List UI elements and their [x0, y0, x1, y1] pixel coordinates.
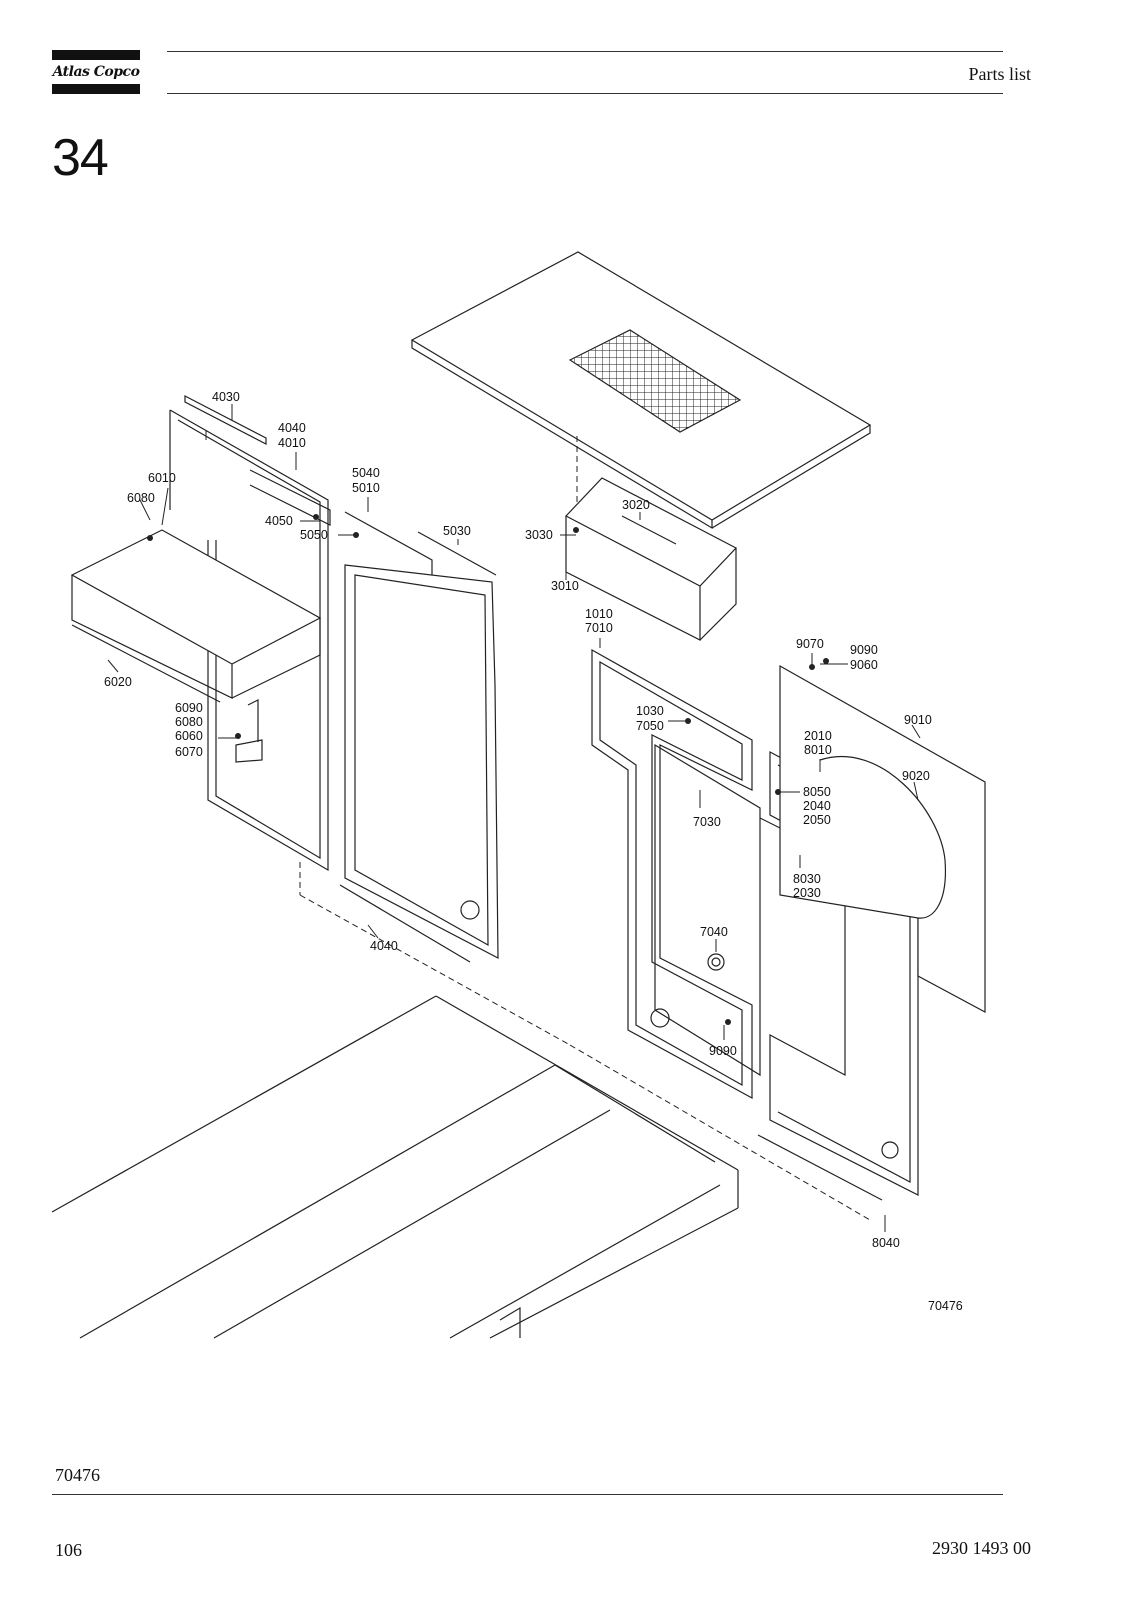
callout-5050: 5050 [300, 528, 328, 542]
callout-5030: 5030 [443, 524, 471, 538]
callout-8040: 8040 [872, 1236, 900, 1250]
callout-6090: 6090 [175, 701, 203, 715]
strip-4030 [184, 395, 267, 445]
callout-9060: 9060 [850, 658, 878, 672]
bracket-6070 [235, 739, 263, 763]
header-title: Parts list [968, 64, 1031, 84]
callout-5010: 5010 [352, 481, 380, 495]
callout-8050: 8050 [803, 785, 831, 799]
back-plate [779, 664, 986, 1014]
callout-5040: 5040 [352, 466, 380, 480]
callout-4040: 4040 [278, 421, 306, 435]
header-rule-top [167, 51, 1003, 52]
callout-1010: 1010 [585, 607, 613, 621]
callout-3030: 3030 [525, 528, 553, 542]
callout-4010: 4010 [278, 436, 306, 450]
middle-door-panel [339, 511, 499, 963]
callout-6060: 6060 [175, 729, 203, 743]
figure-caption: 70476 [55, 1465, 100, 1485]
callout-9010: 9010 [904, 713, 932, 727]
callout-4030: 4030 [212, 390, 240, 404]
callout-7010: 7010 [585, 621, 613, 635]
section-number: 34 [52, 129, 109, 187]
callout-7030: 7030 [693, 815, 721, 829]
callout-3020: 3020 [622, 498, 650, 512]
callout-2010: 2010 [804, 729, 832, 743]
callout-6010: 6010 [148, 471, 176, 485]
callout-4040-clip: 4040 [370, 939, 398, 953]
callout-7040: 7040 [700, 925, 728, 939]
page-number: 106 [55, 1540, 82, 1560]
base-frame [51, 995, 739, 1339]
roof-panel [410, 251, 872, 530]
roof-duct-box [565, 477, 737, 641]
callout-2040: 2040 [803, 799, 831, 813]
callout-6070: 6070 [175, 745, 203, 759]
callout-9020: 9020 [902, 769, 930, 783]
bracket-upright [247, 699, 259, 742]
callout-3010: 3010 [551, 579, 579, 593]
logo-wordmark: Atlas Copco [52, 64, 140, 80]
t-frame [591, 648, 753, 1100]
callout-4050: 4050 [265, 514, 293, 528]
callout-7050: 7050 [636, 719, 664, 733]
callout-6080-bracket: 6080 [175, 715, 203, 729]
callout-8030: 8030 [793, 872, 821, 886]
callout-2050: 2050 [803, 813, 831, 827]
angle-4010 [249, 469, 331, 526]
left-frame [169, 409, 329, 872]
drawing-id-label: 70476 [928, 1299, 963, 1313]
callout-9070: 9070 [796, 637, 824, 651]
inner-frame [654, 743, 761, 1077]
callout-8010: 8010 [804, 743, 832, 757]
logo-bar-bottom [52, 84, 140, 94]
callout-2030: 2030 [793, 886, 821, 900]
logo-bar-top [52, 50, 140, 60]
callout-6020: 6020 [104, 675, 132, 689]
callout-9090-lower: 9090 [709, 1044, 737, 1058]
left-duct-box [70, 529, 322, 703]
header-rule-bottom [167, 93, 1003, 94]
callout-9090: 9090 [850, 643, 878, 657]
footer-rule [52, 1494, 1003, 1495]
callout-1030: 1030 [636, 704, 664, 718]
document-number: 2930 1493 00 [932, 1538, 1031, 1558]
callout-6080: 6080 [127, 491, 155, 505]
atlas-copco-logo: Atlas Copco [52, 50, 140, 94]
